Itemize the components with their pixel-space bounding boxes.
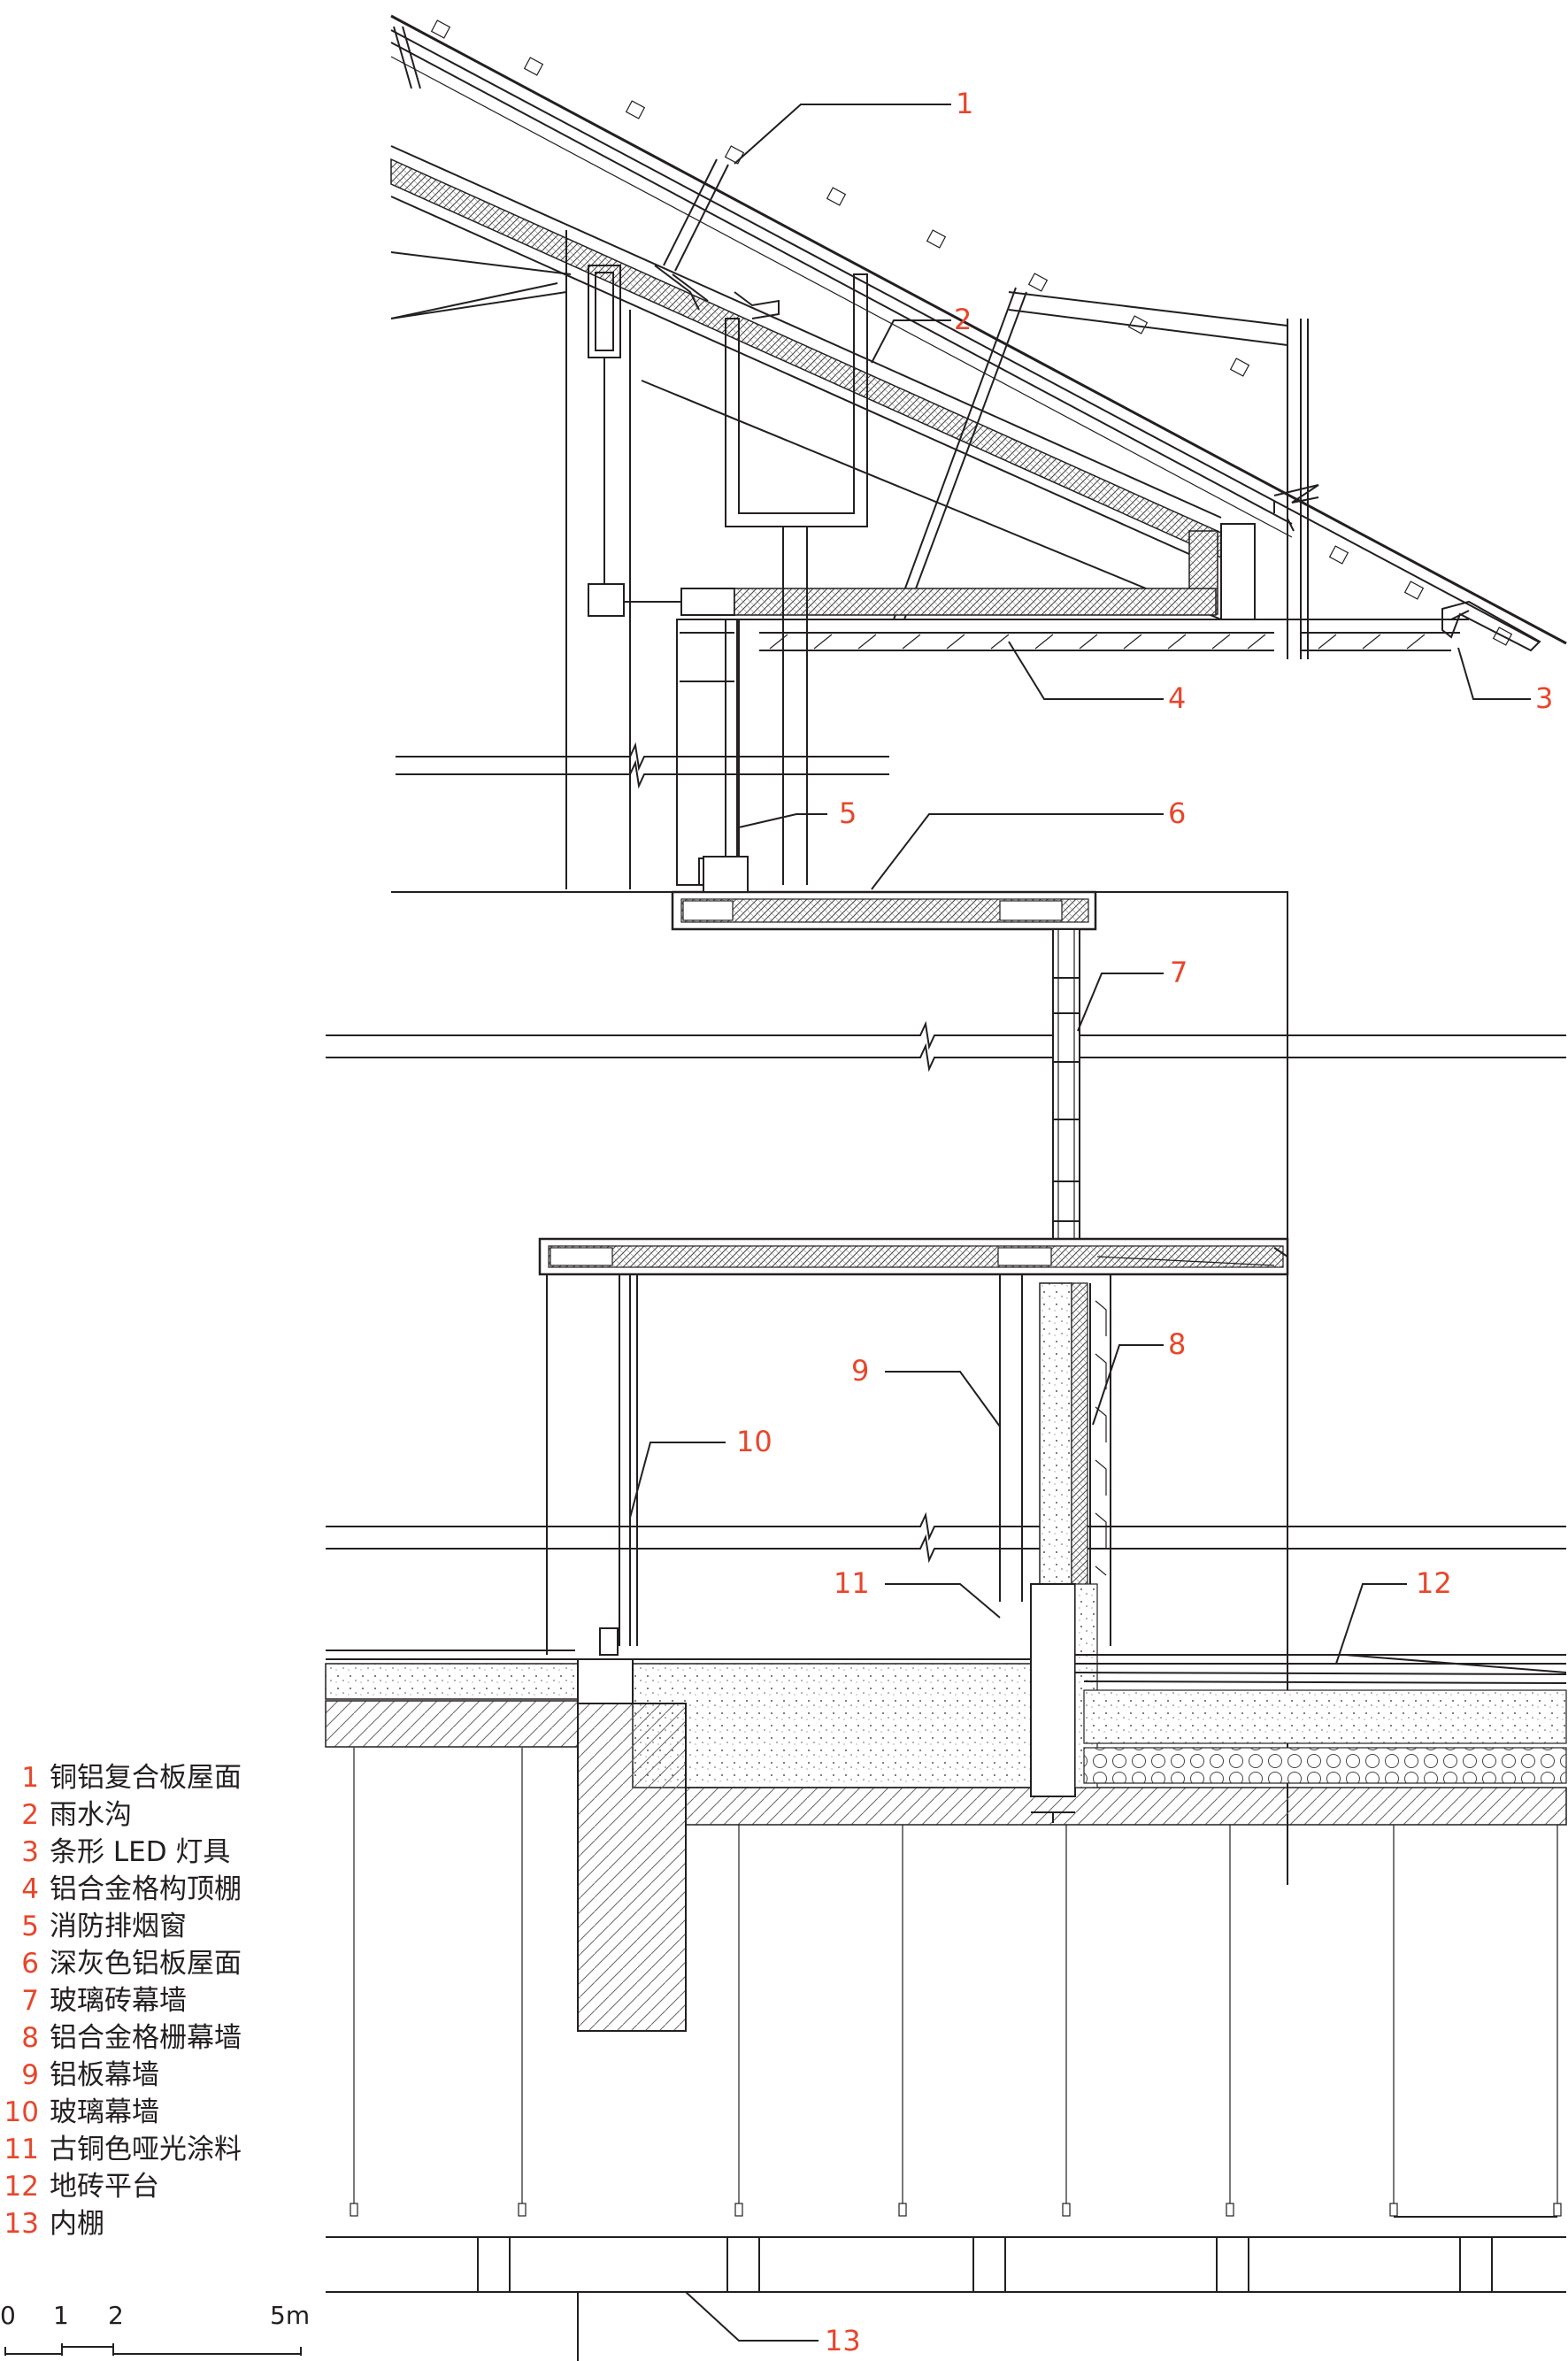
- scale-bar: 0 1 2 5m: [0, 2301, 319, 2361]
- legend-text: 古铜色哑光涂料: [50, 2134, 242, 2165]
- legend-text: 玻璃幕墙: [50, 2096, 159, 2128]
- legend-number: 4: [21, 1873, 39, 1905]
- legend-text: 铝合金格构顶棚: [50, 1873, 242, 1905]
- scale-label-1: 1: [53, 2301, 69, 2330]
- legend-number: 1: [21, 1762, 39, 1794]
- legend-text: 条形 LED 灯具: [50, 1836, 231, 1868]
- legend-text: 深灰色铝板屋面: [50, 1948, 242, 1980]
- legend-item: 9 铝板幕墙: [0, 2057, 301, 2094]
- legend-text: 消防排烟窗: [50, 1911, 187, 1942]
- legend-item: 7 玻璃砖幕墙: [0, 1982, 301, 2019]
- legend-number: 11: [4, 2134, 39, 2165]
- dark-grey-aluminium-roof: [391, 856, 1288, 1885]
- legend-number: 13: [4, 2208, 39, 2240]
- legend-number: 5: [21, 1911, 39, 1942]
- legend-number: 7: [21, 1985, 39, 2017]
- legend-item: 3 条形 LED 灯具: [0, 1834, 301, 1871]
- callout-5: 5: [839, 796, 857, 830]
- callout-1: 1: [956, 87, 973, 120]
- lattice-ceiling: [680, 588, 1470, 651]
- callouts: 1 2 3 4 5 6 7 8 9 10 11 12 13: [736, 87, 1553, 2357]
- legend-item: 11 古铜色哑光涂料: [0, 2131, 301, 2168]
- glass-block-wall: [1052, 928, 1080, 1244]
- break-lines: [326, 742, 1566, 1564]
- legend: 1 铜铝复合板屋面 2 雨水沟 3 条形 LED 灯具 4 铝合金格构顶棚 5 消防排烟窗 6 深灰色…: [0, 1759, 301, 2242]
- lower-facade: [546, 1274, 1023, 1656]
- legend-item: 5 消防排烟窗: [0, 1908, 301, 1945]
- led-fixture: [1441, 600, 1541, 652]
- inner-ceiling: [326, 1748, 1566, 2361]
- legend-text: 铝合金格栅幕墙: [50, 2022, 242, 2054]
- scale-label-0: 0: [0, 2301, 16, 2330]
- grille-curtain-wall: [1039, 1274, 1111, 1646]
- scale-bar-graphic: [4, 2343, 302, 2356]
- callout-4: 4: [1168, 681, 1186, 715]
- callout-3: 3: [1535, 681, 1553, 715]
- rain-gutter: [588, 265, 868, 617]
- callout-9: 9: [851, 1354, 869, 1388]
- callout-11: 11: [834, 1566, 870, 1600]
- scale-label-2: 2: [108, 2301, 124, 2330]
- legend-text: 玻璃砖幕墙: [50, 1985, 187, 2017]
- legend-item: 12 地砖平台: [0, 2168, 301, 2205]
- legend-item: 6 深灰色铝板屋面: [0, 1945, 301, 1982]
- legend-number: 10: [4, 2096, 39, 2128]
- legend-number: 6: [21, 1948, 39, 1980]
- smoke-vent-window: [676, 619, 740, 886]
- callout-13: 13: [825, 2324, 861, 2357]
- mid-canopy: [538, 1237, 1289, 1276]
- columns: [565, 230, 808, 889]
- callout-12: 12: [1416, 1566, 1452, 1600]
- callout-8: 8: [1168, 1327, 1186, 1361]
- legend-text: 铝板幕墙: [50, 2059, 159, 2091]
- legend-number: 8: [21, 2022, 39, 2054]
- legend-number: 3: [21, 1836, 39, 1868]
- legend-number: 9: [21, 2059, 39, 2091]
- legend-item: 4 铝合金格构顶棚: [0, 1871, 301, 1908]
- legend-text: 雨水沟: [50, 1799, 132, 1831]
- legend-text: 地砖平台: [50, 2171, 159, 2203]
- callout-10: 10: [736, 1425, 772, 1458]
- callout-7: 7: [1170, 956, 1188, 989]
- scale-label-5m: 5m: [270, 2301, 311, 2330]
- legend-text: 内棚: [50, 2208, 104, 2240]
- legend-item: 2 雨水沟: [0, 1796, 301, 1834]
- ground-floor: [325, 1583, 1567, 2032]
- legend-item: 13 内棚: [0, 2205, 301, 2242]
- legend-text: 铜铝复合板屋面: [50, 1762, 242, 1794]
- legend-item: 1 铜铝复合板屋面: [0, 1759, 301, 1796]
- legend-item: 10 玻璃幕墙: [0, 2094, 301, 2131]
- roof-insulation: [390, 145, 1256, 620]
- legend-number: 12: [4, 2171, 39, 2203]
- callout-6: 6: [1168, 796, 1186, 830]
- callout-2: 2: [954, 303, 972, 336]
- roof-cladding: [390, 14, 1567, 646]
- legend-item: 8 铝合金格栅幕墙: [0, 2019, 301, 2057]
- leader-lines: [629, 104, 1531, 2342]
- legend-number: 2: [21, 1799, 39, 1831]
